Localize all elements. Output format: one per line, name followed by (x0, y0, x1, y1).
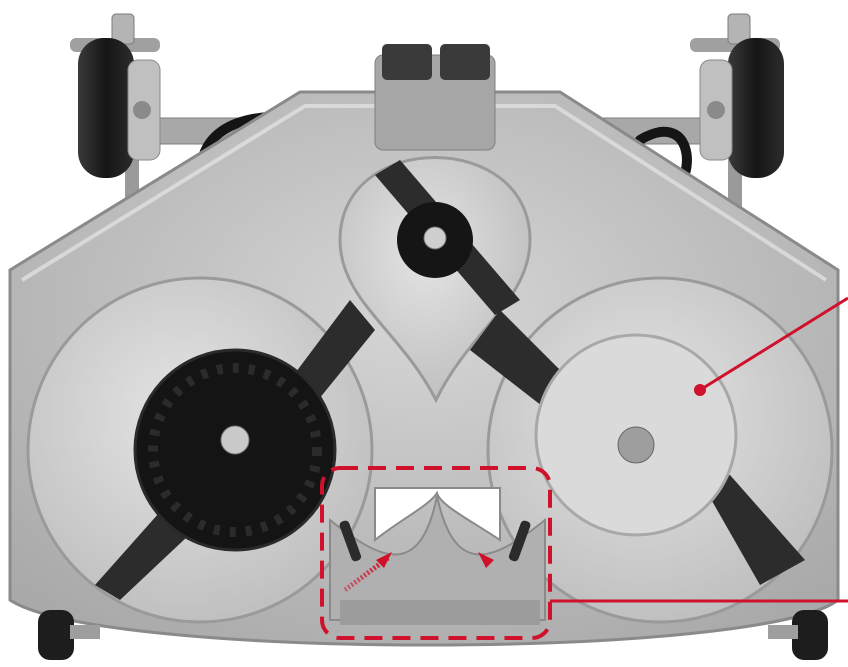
blade-center (375, 160, 520, 315)
callout-lines (550, 296, 848, 603)
blade-right (470, 310, 805, 585)
callout-dot-icon (694, 384, 706, 396)
top-spindle-mount (374, 44, 496, 151)
blade-left (95, 300, 375, 600)
bottom-wheel-left (38, 610, 100, 660)
bottom-wheel-right (768, 610, 828, 660)
caster-wheel-right (690, 13, 784, 178)
blade-chamber-center (338, 156, 532, 404)
airflow-arrows (343, 552, 494, 593)
dashed-highlight-box (320, 466, 552, 640)
caster-wheel-left (70, 13, 161, 178)
discharge-chute (329, 487, 546, 625)
